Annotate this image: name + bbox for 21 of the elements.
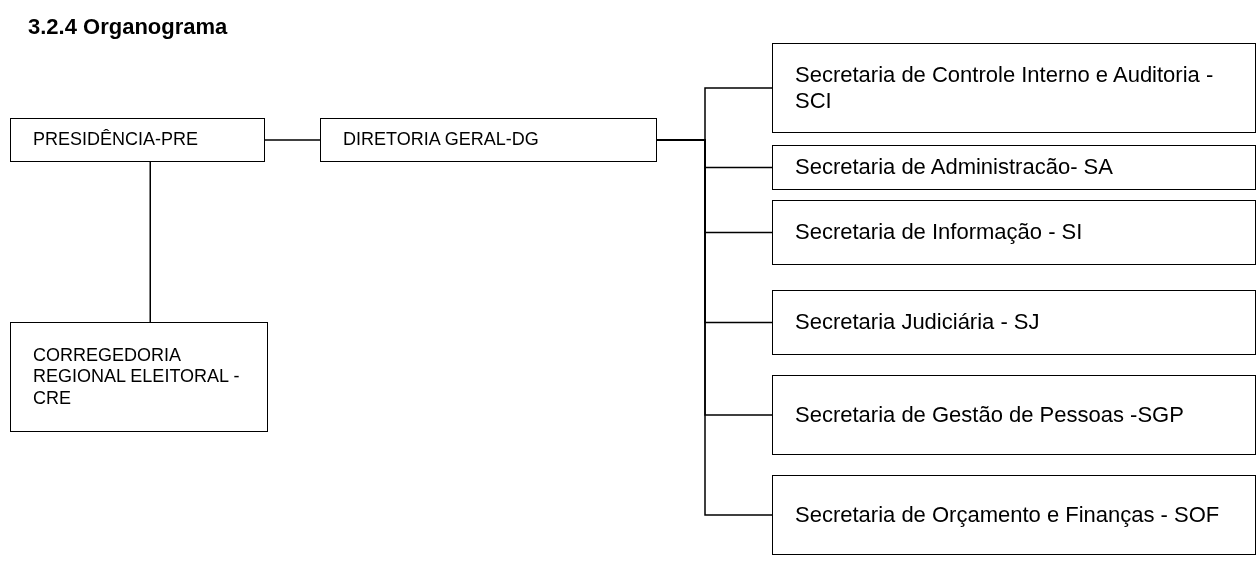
org-unit-box (772, 200, 1256, 265)
org-unit-box (320, 118, 657, 162)
org-unit-box (772, 290, 1256, 355)
unit-name: Secretaria de Orçamento e Finanças - SOF (795, 501, 1220, 529)
org-unit-box (10, 322, 268, 432)
org-unit-box (772, 145, 1256, 190)
org-unit-box (10, 118, 265, 162)
unit-name: Secretaria de Controle Interno e Auditoria - SCI (795, 61, 1215, 115)
connector-line (264, 139, 321, 141)
unit-name: Secretaria de Informação - SI (795, 219, 1083, 246)
org-unit-box (772, 375, 1256, 455)
unit-name: DIRETORIA GERAL-DG (343, 129, 539, 151)
unit-name: PRESIDÊNCIA-PRE (33, 129, 199, 151)
diagram-title: 3.2.4 Organograma (28, 14, 228, 40)
unit-name: CORREGEDORIA REGIONAL ELEITORAL - CRE (33, 344, 241, 410)
org-unit-box (772, 475, 1256, 555)
connector-line (149, 161, 151, 323)
unit-name: Secretaria Judiciária - SJ (795, 309, 1040, 336)
unit-name: Secretaria de Gestão de Pessoas -SGP (795, 401, 1184, 429)
unit-name: Secretaria de Administracão- SA (795, 154, 1113, 181)
org-unit-box (772, 43, 1256, 133)
